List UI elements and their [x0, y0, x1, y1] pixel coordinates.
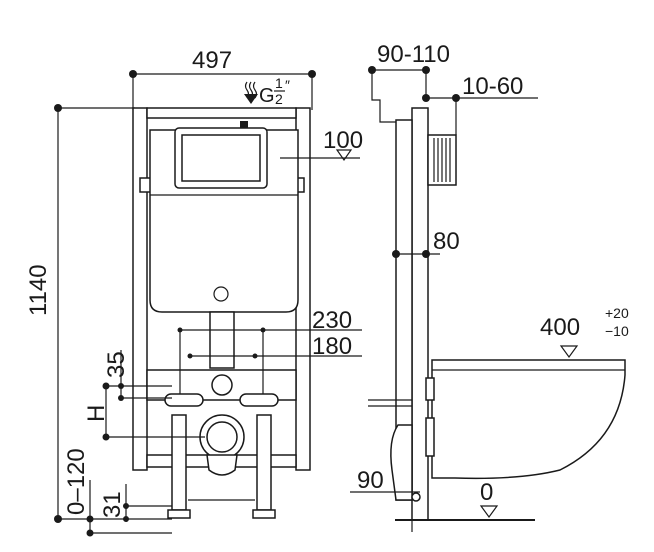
dim-180: 180	[312, 333, 352, 360]
dim-0-120: 0–120	[63, 448, 90, 515]
width-label: 497	[192, 47, 232, 74]
inlet-label: G	[259, 85, 275, 107]
dim-10-60: 10-60	[462, 73, 523, 100]
dim-31: 31	[99, 491, 126, 518]
logo-icon	[213, 286, 229, 302]
inlet-fraction-num: 1	[275, 75, 283, 91]
flush-outlet	[211, 374, 233, 396]
dim-400: 400	[540, 314, 580, 341]
dim-H: H	[83, 405, 110, 422]
water-inlet-icon	[244, 81, 258, 104]
tol-plus: +20	[605, 305, 629, 321]
wall-hung-toilet	[431, 359, 626, 480]
inlet-inch-mark: ″	[285, 77, 290, 93]
tol-minus: −10	[605, 323, 629, 339]
top-crossbar	[146, 107, 297, 119]
side-view: 90-110 10-60 80 400 +20 −10 90 0	[350, 41, 629, 532]
dim-90: 90	[357, 467, 384, 494]
side-rail	[411, 107, 429, 521]
dim-90-110: 90-110	[377, 41, 450, 68]
left-rail	[132, 107, 148, 471]
height-total-label: 1140	[25, 264, 52, 316]
dim-80: 80	[433, 228, 460, 255]
front-view: 497 G 1 2 ″ 1140 100	[25, 47, 363, 537]
dim-35: 35	[103, 351, 130, 378]
dim-230: 230	[312, 307, 352, 334]
floor-label: 0	[480, 479, 493, 506]
inlet-fraction-den: 2	[275, 91, 283, 107]
